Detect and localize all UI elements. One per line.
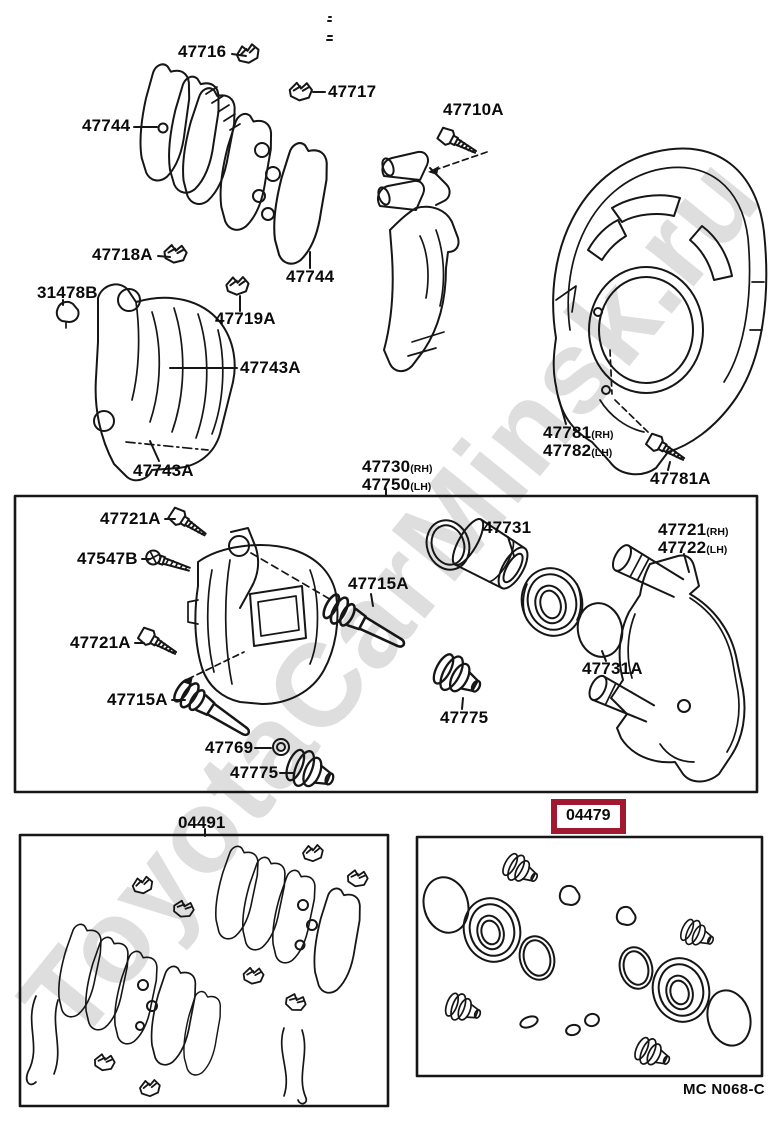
label-47718a: 47718A [92,245,153,264]
label-47721-47722: 47721(RH) 47722(LH) [658,520,729,557]
label-47547b: 47547B [77,549,138,568]
pad-kit-contents-drawing [25,843,371,1105]
diagram-code: MC N068-C [683,1081,765,1098]
bleeder-cap-drawing [55,300,80,329]
caliper-mount-drawing [377,150,460,372]
seal-kit-number-highlight: 04479 [551,799,626,834]
leader-lines [62,53,690,837]
mount-bracket-drawing [588,544,746,783]
bolt-47721a-top-drawing [166,505,211,543]
label-31478b: 31478B [37,283,98,302]
label-47710a: 47710A [443,100,504,119]
label-47775-left: 47775 [230,763,279,782]
label-47716: 47716 [178,42,227,61]
washer-47769-drawing [272,738,290,756]
boot-47775-left-drawing [280,744,341,799]
label-47731: 47731 [483,518,532,537]
registration-marks [326,16,333,41]
label-47769: 47769 [205,738,254,757]
piston-47731-drawing [451,518,529,590]
label-47717: 47717 [328,82,377,101]
bolt-47547b-drawing [145,549,191,572]
guide-pin-47715a-left-drawing [169,651,258,747]
brake-pad-set-drawing [134,61,333,269]
piston-boot-drawing [520,567,584,637]
boot-47775-mid-drawing [427,648,489,706]
label-47781-47782: 47781(RH) 47782(LH) [543,423,614,460]
label-47715a-right: 47715A [348,574,409,593]
caliper-assembly-drawing [187,527,339,705]
label-47744-right: 47744 [286,267,335,286]
label-47743a-bottom: 47743A [133,461,194,480]
dust-shield-drawing [552,147,768,476]
label-47719a: 47719A [215,309,276,328]
piston-seal-ring-drawing [425,519,471,571]
seal-kit-contents-drawing [422,849,752,1075]
seal-kit-box [415,835,764,1078]
bolt-47710a-drawing [428,125,488,175]
label-47721a-bottom: 47721A [70,633,131,652]
label-47731a: 47731A [582,659,643,678]
label-47715a-left: 47715A [107,690,168,709]
label-47721a-top: 47721A [100,509,161,528]
pad-kit-box [18,833,390,1108]
pad-kit-number: 04491 [178,813,226,832]
label-47730-47750: 47730(RH) 47750(LH) [362,457,433,494]
seal-kit-number: 04479 [566,807,611,824]
label-47781a: 47781A [650,469,711,488]
caliper-housing-drawing [93,283,236,482]
label-47775-mid: 47775 [440,708,489,727]
o-ring-47731a-drawing [576,602,624,658]
label-47744-left: 47744 [82,116,131,135]
bolt-47781a-drawing [609,349,689,467]
label-47743a-mid: 47743A [240,358,301,377]
